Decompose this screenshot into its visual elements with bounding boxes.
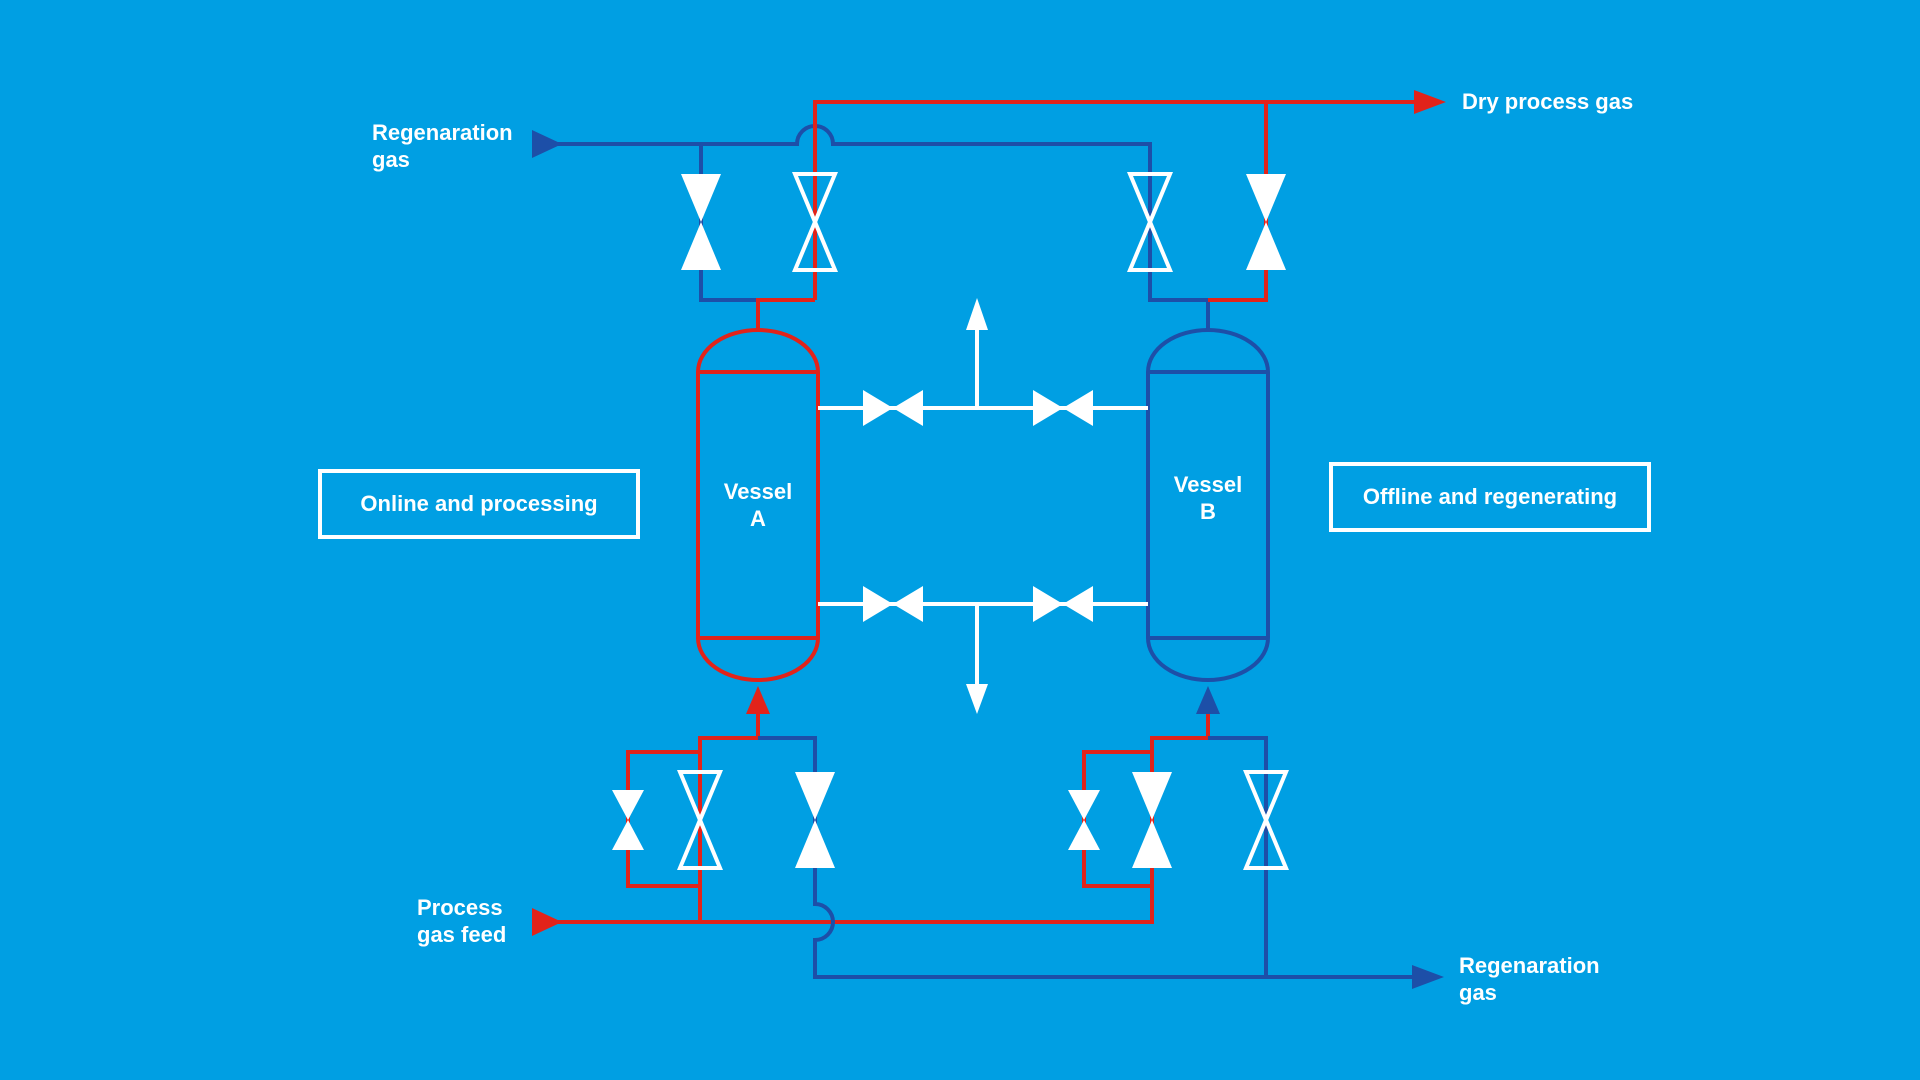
top-piping: [538, 100, 1420, 330]
process-feed-header: [538, 700, 1210, 924]
valve-feed-b: [1132, 772, 1172, 868]
valve-bypass-a: [612, 790, 644, 850]
middle-valves: [863, 390, 1093, 622]
dry-process-gas-label: Dry process gas: [1462, 89, 1634, 114]
regen-gas-out-label: Regenaration gas: [1459, 953, 1600, 1005]
vessel-a-outlet: [756, 298, 815, 330]
vent-down-arrowhead: [966, 684, 988, 714]
dry-gas-arrowhead: [1414, 90, 1446, 114]
valve-product-b: [1246, 174, 1286, 270]
regen-outlet-b: [1208, 736, 1268, 977]
dry-gas-header: [813, 100, 1420, 300]
regen-outlet-arrowhead: [1412, 965, 1444, 989]
regen-outlet-a: [758, 736, 1420, 979]
regen-drop-a: [699, 144, 760, 330]
valve-regen-in-a: [681, 174, 721, 270]
regen-inlet-arrowhead: [532, 130, 562, 158]
valve-bypass-b: [1068, 790, 1100, 850]
vessel-b-label: Vessel B: [1173, 472, 1243, 524]
top-valves: [681, 172, 1286, 272]
process-feed-arrowhead: [532, 908, 562, 936]
bottom-piping: [538, 700, 1420, 979]
vessel-b-shape: [1146, 328, 1270, 682]
dry-gas-drop-b: [1208, 102, 1268, 302]
bottom-valves: [612, 770, 1288, 870]
regen-gas-in-label: Regenaration gas: [372, 120, 513, 172]
vessel-a-inlet: [698, 700, 760, 920]
valve-regen-out-a: [795, 772, 835, 868]
vessel-a-state-box: Online and processing: [318, 469, 640, 539]
process-feed-label: Process gas feed: [417, 895, 507, 947]
vessel-b-inlet-arrowhead: [1196, 686, 1220, 714]
vent-up-arrowhead: [966, 298, 988, 330]
vessel-b-state-box: Offline and regenerating: [1329, 462, 1651, 532]
regen-inlet-header: [538, 124, 1210, 330]
middle-piping: [818, 326, 1148, 690]
vessel-a-inlet-arrowhead: [746, 686, 770, 714]
vessel-a-label: Vessel A: [723, 479, 793, 531]
vessel-a-shape: [696, 328, 820, 682]
